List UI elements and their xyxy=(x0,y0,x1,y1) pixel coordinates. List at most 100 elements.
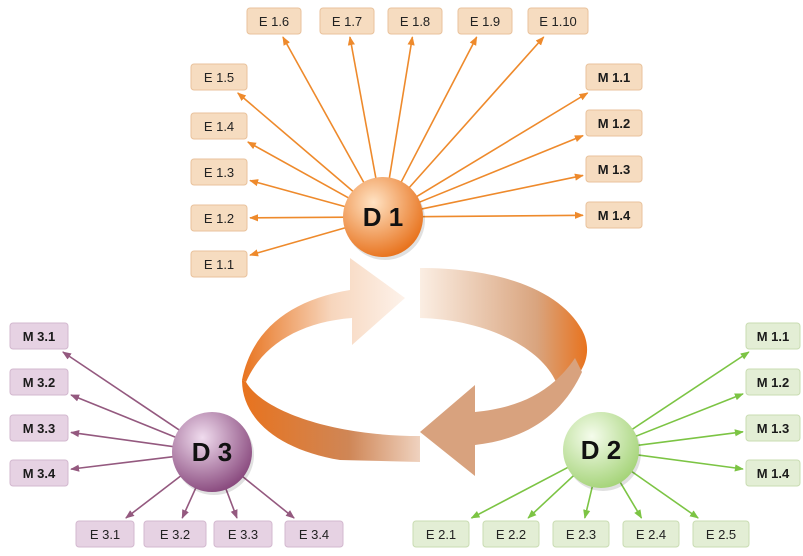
d2-node-label: D 2 xyxy=(581,435,621,465)
d1-item-box: M 1.1 xyxy=(585,63,643,91)
cycle-arrow-bottom xyxy=(420,358,582,476)
d3-arrow xyxy=(239,473,295,519)
d2-item-label: E 2.2 xyxy=(496,527,526,542)
d2-arrow xyxy=(617,478,643,519)
d1-item-label: M 1.2 xyxy=(598,116,631,131)
d2-arrow xyxy=(628,351,750,432)
d1-item-label: E 1.3 xyxy=(204,165,234,180)
d2-arrow xyxy=(634,429,744,447)
d3-item-label: E 3.4 xyxy=(299,527,329,542)
d1-arrow xyxy=(237,92,357,195)
d2-item-label: E 2.4 xyxy=(636,527,666,542)
d3-arrow xyxy=(181,484,198,519)
d3-item-label: M 3.3 xyxy=(23,421,56,436)
d1-item-box: M 1.3 xyxy=(585,155,643,183)
d2-item-label: M 1.2 xyxy=(757,375,790,390)
d3-item-box: M 3.3 xyxy=(9,414,69,442)
d1-item-label: E 1.1 xyxy=(204,257,234,272)
d2-item-label: M 1.3 xyxy=(757,421,790,436)
d1-node: D 1 xyxy=(343,177,425,260)
d1-item-box: E 1.1 xyxy=(190,250,248,278)
d1-arrow xyxy=(347,36,378,182)
d1-item-box: E 1.3 xyxy=(190,158,248,186)
d1-item-label: M 1.1 xyxy=(598,70,631,85)
d3-arrow xyxy=(62,351,183,433)
d1-arrow xyxy=(247,141,352,201)
d1-arrow xyxy=(249,214,348,222)
d1-item-box: M 1.2 xyxy=(585,109,643,137)
d1-arrow xyxy=(418,173,584,211)
d1-item-box: E 1.6 xyxy=(246,7,302,35)
d1-arrow xyxy=(249,179,349,209)
cycle-arrow-right xyxy=(420,268,588,400)
d2-item-box: E 2.3 xyxy=(552,520,610,548)
d1-item-box: E 1.9 xyxy=(457,7,513,35)
d2-item-label: E 2.1 xyxy=(426,527,456,542)
d1-node-label: D 1 xyxy=(363,202,403,232)
d1-item-label: M 1.3 xyxy=(598,162,631,177)
d2-item-box: M 1.1 xyxy=(745,322,801,350)
d3-item-label: M 3.1 xyxy=(23,329,56,344)
d1-item-label: E 1.6 xyxy=(259,14,289,29)
d3-arrow xyxy=(223,485,238,519)
d1-arrow xyxy=(416,134,584,205)
d3-node: D 3 xyxy=(172,412,254,495)
d3-item-label: E 3.1 xyxy=(90,527,120,542)
d2-item-box: M 1.2 xyxy=(745,368,801,396)
cycle-arrow-top xyxy=(242,258,405,382)
cycle-arrow-left xyxy=(242,380,420,462)
d2-arrow xyxy=(628,468,699,519)
d1-item-box: E 1.7 xyxy=(319,7,375,35)
d1-item-label: E 1.9 xyxy=(470,14,500,29)
d1-item-label: E 1.10 xyxy=(539,14,577,29)
d1-item-box: E 1.8 xyxy=(387,7,443,35)
d2-item-label: E 2.3 xyxy=(566,527,596,542)
d1-item-label: E 1.8 xyxy=(400,14,430,29)
d1-arrow xyxy=(406,36,545,191)
d2-item-box: E 2.1 xyxy=(412,520,470,548)
d1-arrow xyxy=(398,36,478,186)
d1-arrow xyxy=(249,226,349,257)
d3-item-box: M 3.4 xyxy=(9,459,69,487)
d1-item-label: M 1.4 xyxy=(598,208,631,223)
d1-item-box: E 1.10 xyxy=(527,7,589,35)
d2-item-box: E 2.4 xyxy=(622,520,680,548)
d1-arrow xyxy=(418,211,584,219)
d2-arrow xyxy=(527,472,577,519)
cycle-arrows xyxy=(242,258,588,476)
d3-node-label: D 3 xyxy=(192,437,232,467)
d1-arrow xyxy=(388,36,415,182)
d2-item-box: E 2.2 xyxy=(482,520,540,548)
d3-item-box: M 3.1 xyxy=(9,322,69,350)
d3-item-box: E 3.4 xyxy=(284,520,344,548)
d1-item-box: E 1.4 xyxy=(190,112,248,140)
d3-item-box: M 3.2 xyxy=(9,368,69,396)
d3-item-label: E 3.2 xyxy=(160,527,190,542)
d3-item-box: E 3.2 xyxy=(143,520,207,548)
d3-item-label: M 3.4 xyxy=(23,466,56,481)
d1-item-box: E 1.5 xyxy=(190,63,248,91)
d2-arrow xyxy=(632,393,744,439)
d1-item-box: M 1.4 xyxy=(585,201,643,229)
d3-arrow xyxy=(70,394,179,440)
d1-item-label: E 1.2 xyxy=(204,211,234,226)
d3-arrow xyxy=(70,429,177,448)
d3-item-label: M 3.2 xyxy=(23,375,56,390)
d1-item-label: E 1.7 xyxy=(332,14,362,29)
d3-item-box: E 3.3 xyxy=(213,520,273,548)
d1-item-label: E 1.4 xyxy=(204,119,234,134)
d2-arrow xyxy=(583,482,594,519)
d2-item-label: M 1.4 xyxy=(757,466,790,481)
d1-arrow xyxy=(413,92,589,200)
d2-node: D 2 xyxy=(563,412,641,491)
d1-arrow xyxy=(282,36,367,186)
d2-arrow xyxy=(470,465,572,519)
d2-item-label: E 2.5 xyxy=(706,527,736,542)
d2-item-label: M 1.1 xyxy=(757,329,790,344)
d3-item-box: E 3.1 xyxy=(75,520,135,548)
d1-item-box: E 1.2 xyxy=(190,204,248,232)
d2-item-box: M 1.3 xyxy=(745,414,801,442)
d3-arrow xyxy=(70,455,177,472)
d3-arrow xyxy=(125,473,184,519)
